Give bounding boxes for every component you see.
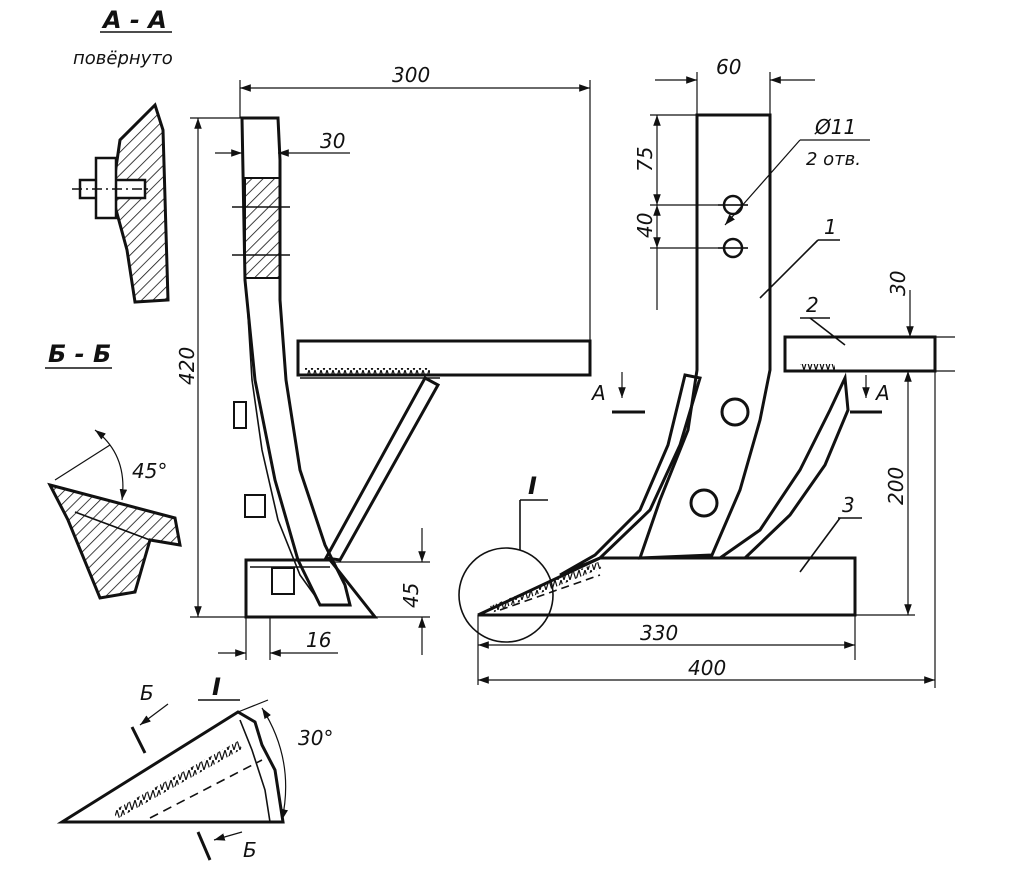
dim-200-label: 200: [884, 467, 908, 505]
detail-cut-label-bottom: Б: [243, 838, 257, 862]
detail-blade-teeth: [112, 741, 243, 819]
callout-1-leader: [759, 239, 819, 299]
section-bb-angle-line: [54, 444, 111, 481]
side-view-bar: [296, 339, 592, 377]
dim-420-label: 420: [175, 347, 199, 385]
side-view-bolt-3: [271, 567, 295, 595]
detail-cut-arrow-bottom: [213, 831, 243, 841]
section-mark-a-left: А: [590, 381, 606, 405]
nut-upper: [720, 397, 750, 427]
callout-3-leader: [799, 517, 841, 573]
detail-angle-arc: [261, 707, 288, 821]
section-aa-title: А - А: [101, 6, 167, 34]
dim-40-label: 40: [633, 213, 657, 238]
nut-lower: [689, 488, 719, 518]
detail-title: I: [212, 673, 221, 701]
hole-count-label: 2 отв.: [806, 149, 861, 170]
section-bb-title: Б - Б: [48, 340, 111, 368]
callout-2-leader: [809, 317, 846, 346]
angle-30-label: 30°: [298, 726, 333, 750]
detail-cut-arrow-top: [139, 703, 169, 726]
side-view-brace: [323, 375, 441, 562]
section-aa-note: повёрнуто: [73, 48, 173, 69]
detail-angle-ext: [237, 699, 269, 713]
side-view-hatched-section: [244, 177, 281, 279]
dim-400-label: 400: [688, 656, 726, 680]
hole-callout-leader: [724, 139, 801, 226]
side-view-sole: [244, 558, 379, 619]
detail-i: I Б 30° Б: [56, 673, 333, 862]
detail-cut-line-top: [130, 726, 147, 754]
dim-300-label: 300: [392, 63, 430, 87]
section-mark-a-right: А: [874, 381, 890, 405]
hole-diameter-label: Ø11: [814, 115, 856, 139]
side-view-bolt-2: [244, 494, 266, 518]
front-view-base-hidden: [499, 574, 601, 611]
section-bb-angle-arc: [94, 429, 128, 501]
detail-marker-label: I: [528, 472, 537, 500]
side-view: 300 30 420 45 16: [175, 63, 592, 660]
angle-45-label: 45°: [132, 459, 167, 483]
section-bb-edge: [74, 511, 151, 541]
section-bb: Б - Б 45°: [45, 340, 182, 600]
section-bb-profile: [47, 482, 182, 600]
side-view-shank-inner: [246, 299, 319, 601]
dim-30-side-label: 30: [320, 129, 345, 153]
dim-45-label: 45: [399, 583, 423, 608]
dim-30-top-label: 30: [886, 271, 910, 296]
front-view-left-blade: [559, 373, 702, 577]
front-view-base: [477, 556, 857, 617]
front-view-base-teeth: [488, 561, 602, 614]
detail-cut-line-bottom: [196, 831, 212, 861]
dim-330-label: 330: [640, 621, 678, 645]
detail-circle: [458, 547, 554, 643]
detail-blade-hidden: [149, 759, 263, 819]
section-aa: А - А повёрнуто: [72, 6, 173, 304]
dim-60-label: 60: [716, 55, 741, 79]
front-view: I 1 2 3 А А 60 75 40 Ø11: [458, 55, 955, 688]
side-view-bolt-1: [233, 401, 247, 429]
dim-16-label: 16: [306, 628, 331, 652]
callout-1: 1: [824, 215, 837, 239]
front-view-bar: [783, 335, 937, 373]
detail-cut-label-top: Б: [140, 681, 154, 705]
section-aa-nut: [94, 156, 118, 220]
callout-2: 2: [806, 293, 819, 317]
detail-blade-edge: [239, 719, 271, 823]
callout-3: 3: [842, 493, 855, 517]
section-aa-profile: [110, 102, 170, 304]
dim-75-label: 75: [633, 147, 657, 172]
